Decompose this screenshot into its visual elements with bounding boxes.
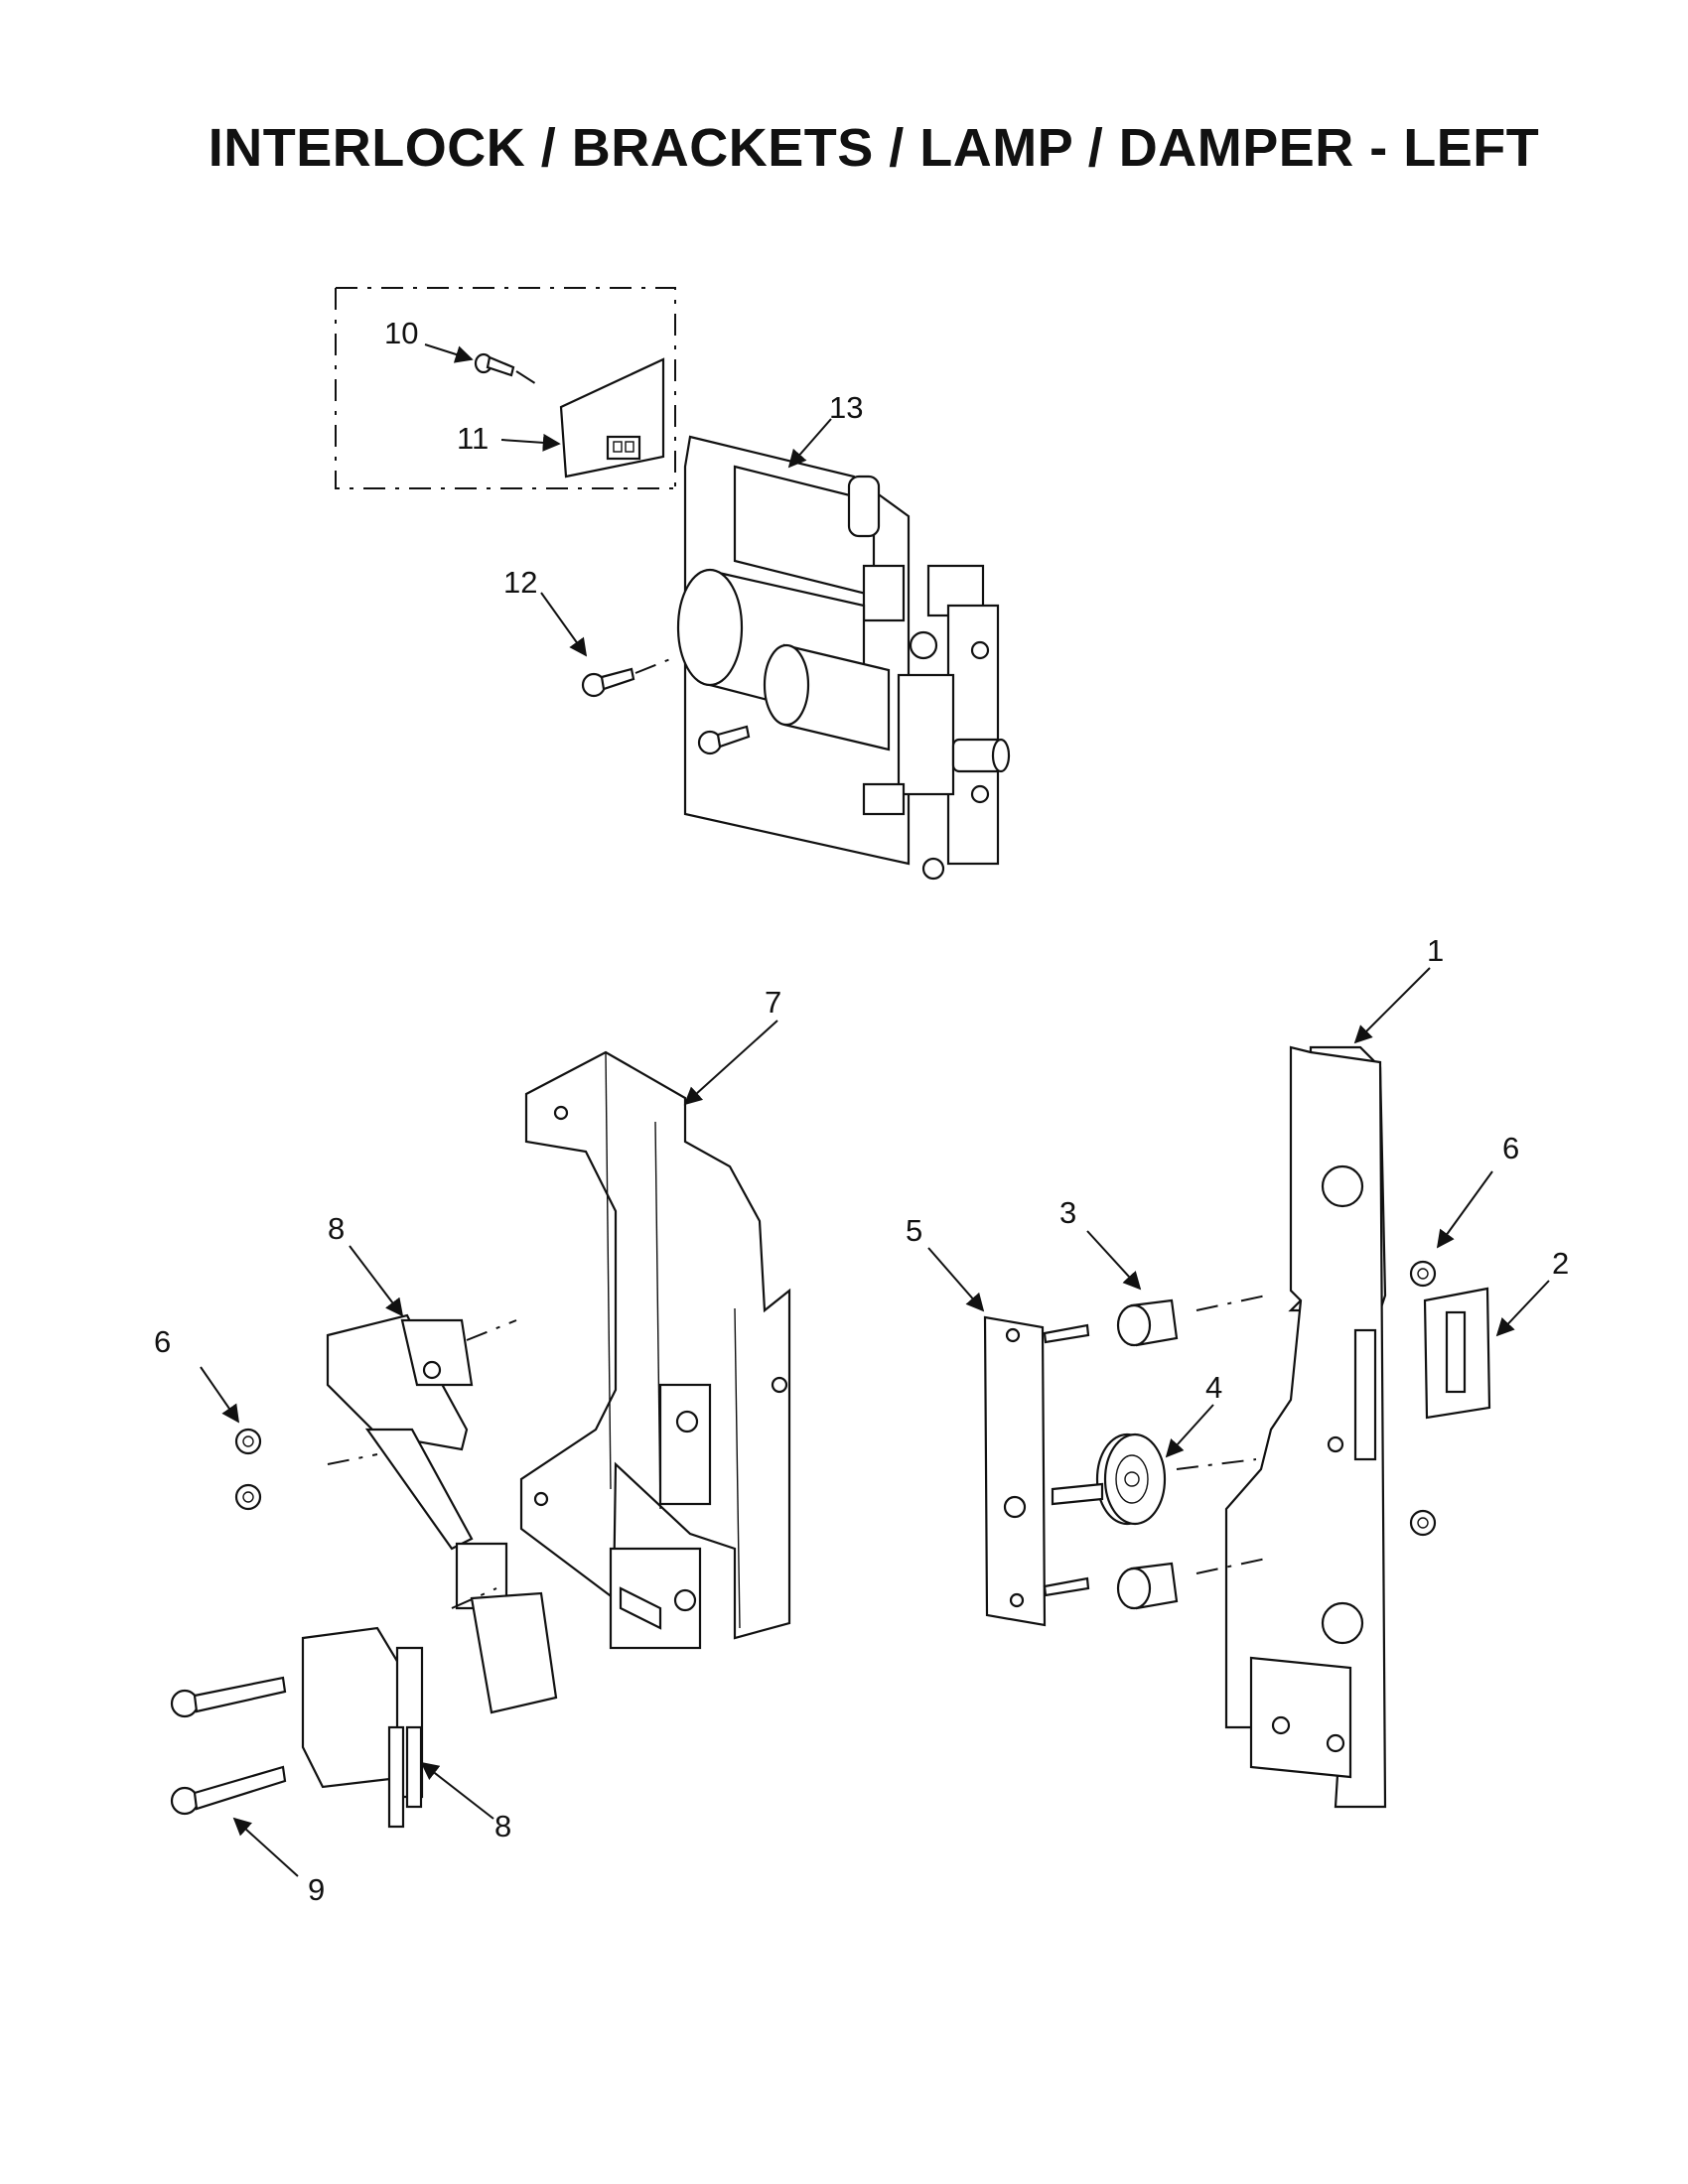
lock-washer-parts-right xyxy=(1409,1260,1437,1537)
switch-part-lower xyxy=(301,1587,497,1829)
callout-1: 1 xyxy=(1427,933,1444,968)
page-title: INTERLOCK / BRACKETS / LAMP / DAMPER - L… xyxy=(208,118,1540,178)
damper-plate-part xyxy=(983,1315,1090,1627)
callout-4: 4 xyxy=(1205,1370,1222,1405)
leader-lines xyxy=(200,343,1550,1877)
lamp-board-part xyxy=(559,357,665,478)
callout-7: 7 xyxy=(765,985,781,1020)
inset-box xyxy=(335,287,676,489)
damper-bracket-part xyxy=(1224,1045,1387,1809)
spacer-part xyxy=(1116,1295,1267,1610)
screw-part-b xyxy=(697,725,751,755)
callout-10: 10 xyxy=(384,316,418,350)
callout-9: 9 xyxy=(308,1872,325,1907)
callout-6-right: 6 xyxy=(1502,1131,1519,1165)
long-screw-parts xyxy=(170,1676,287,1816)
callout-6-left: 6 xyxy=(154,1324,171,1359)
callout-5: 5 xyxy=(906,1213,922,1248)
lock-washer-part-left xyxy=(234,1428,262,1511)
roller-wheel-part xyxy=(1051,1433,1257,1526)
damper-pad-part xyxy=(1423,1287,1491,1420)
switch-part-upper xyxy=(326,1313,558,1714)
callout-13: 13 xyxy=(829,390,863,425)
callout-12: 12 xyxy=(503,565,537,600)
lamp-cylinder-part xyxy=(676,568,1011,881)
small-screw-part xyxy=(474,352,542,388)
callout-3: 3 xyxy=(1059,1195,1076,1230)
interlock-bracket-part xyxy=(519,1050,791,1650)
callout-11: 11 xyxy=(457,421,489,456)
callout-8-upper: 8 xyxy=(328,1211,345,1246)
callout-8-lower: 8 xyxy=(494,1809,511,1843)
callout-2: 2 xyxy=(1552,1246,1569,1281)
screw-part-a xyxy=(581,656,676,698)
